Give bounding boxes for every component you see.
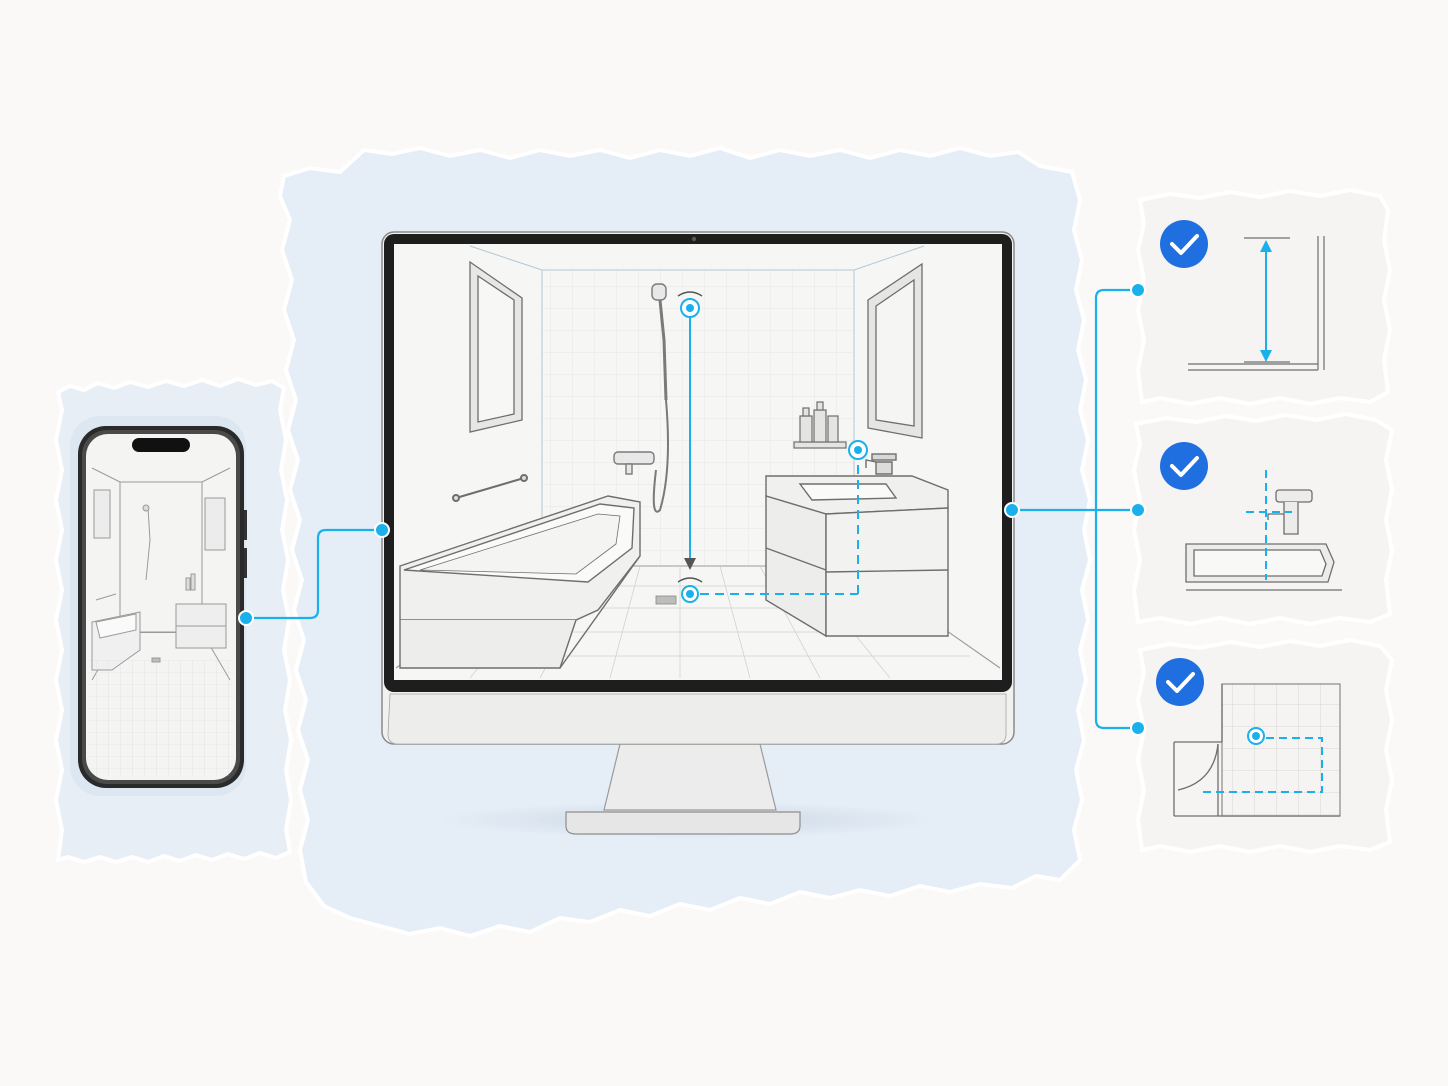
connector-node <box>1130 282 1146 298</box>
mirror-sketch <box>867 262 923 439</box>
check-circle-icon <box>1160 220 1208 268</box>
check-card-faucet <box>1160 442 1342 591</box>
webcam-dot <box>691 236 697 242</box>
check-circle-icon <box>1160 442 1208 490</box>
phone-notch <box>132 438 190 452</box>
connector-node <box>238 610 254 626</box>
floor-drain-sketch <box>655 595 677 605</box>
check-card-floor-plan <box>1156 658 1341 817</box>
vanity-sketch <box>765 453 949 638</box>
measurement-overlay <box>677 291 868 603</box>
monitor-chin <box>387 693 1007 745</box>
shower-sketch <box>613 283 669 513</box>
bathtub-sketch <box>399 495 641 669</box>
monitor-base <box>565 811 801 835</box>
window-sketch <box>469 260 523 433</box>
check-circle-icon <box>1156 658 1204 706</box>
grab-bar-sketch <box>452 474 528 502</box>
monitor-bathroom-sketch <box>395 245 1001 679</box>
phone-screen-bathroom-sketch <box>91 467 231 681</box>
smartphone <box>70 416 247 796</box>
connector-monitor-to-checks <box>1012 288 1138 730</box>
connector-node <box>374 522 390 538</box>
phone-floor-tiles <box>88 660 234 776</box>
connector-phone-to-monitor <box>246 528 382 620</box>
connector-node <box>1130 720 1146 736</box>
connector-node <box>1130 502 1146 518</box>
check-card-height <box>1160 220 1325 371</box>
connector-node <box>1004 502 1020 518</box>
monitor-stand <box>603 743 777 811</box>
shelf-bottles-sketch <box>793 401 847 449</box>
